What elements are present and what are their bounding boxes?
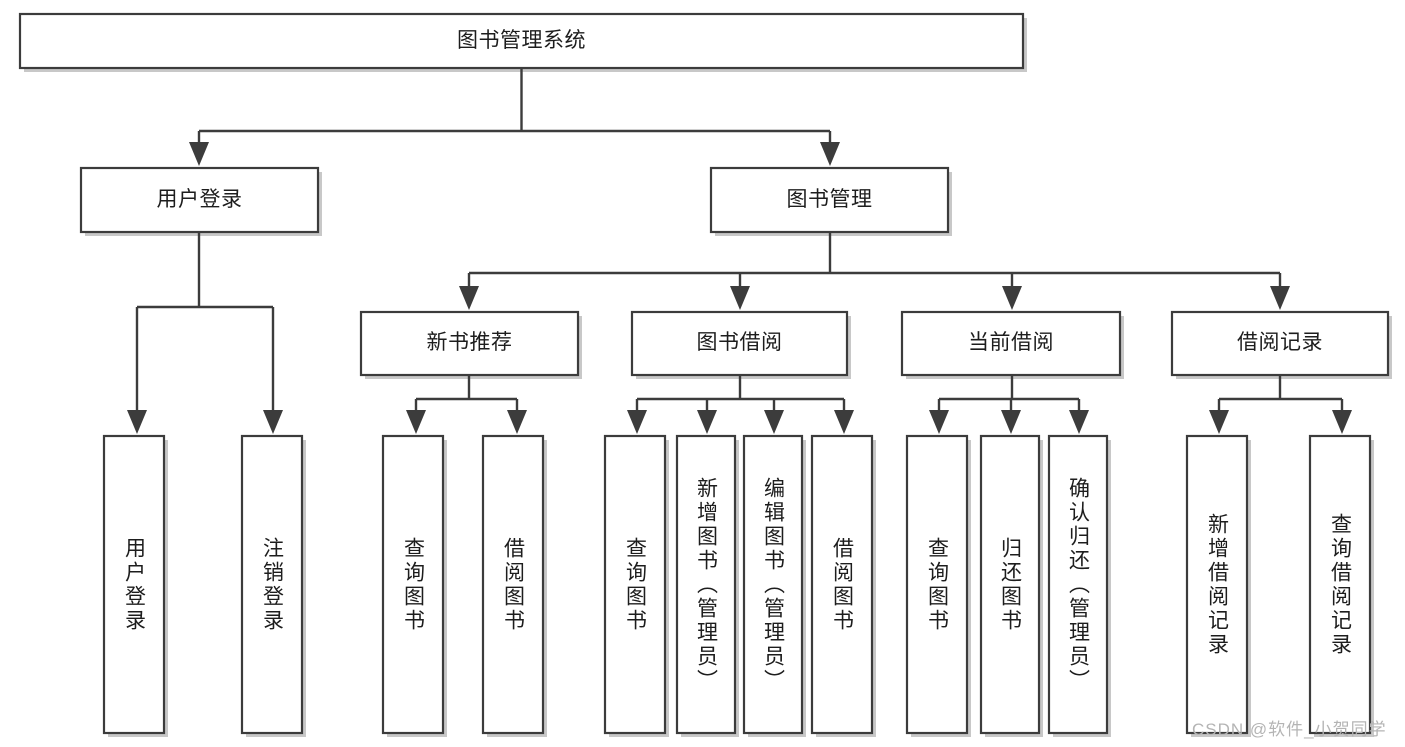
node-root[interactable]	[20, 14, 1023, 68]
node-rect-leaf-11	[1185, 434, 1249, 735]
node-leaf-logout[interactable]	[242, 436, 302, 733]
node-rect-new-book-recommend	[359, 310, 580, 377]
node-rect-leaf-10	[1047, 434, 1109, 735]
node-book-borrow[interactable]	[632, 312, 847, 375]
node-rect-leaf-5	[675, 434, 737, 735]
node-rect-book-management	[709, 166, 950, 234]
node-leaf-borrow-book-1[interactable]	[483, 436, 543, 733]
node-rect-group	[18, 12, 1390, 735]
node-leaf-query-book-3[interactable]	[907, 436, 967, 733]
node-leaf-query-book-1[interactable]	[383, 436, 443, 733]
node-rect-root	[18, 12, 1025, 70]
node-rect-leaf-12	[1308, 434, 1372, 735]
node-leaf-query-book-2[interactable]	[605, 436, 665, 733]
node-book-management[interactable]	[711, 168, 948, 232]
node-rect-leaf-3	[481, 434, 545, 735]
node-leaf-query-borrow-record[interactable]	[1310, 436, 1370, 733]
node-leaf-add-borrow-record[interactable]	[1187, 436, 1247, 733]
node-rect-borrow-record	[1170, 310, 1390, 377]
node-leaf-user-login[interactable]	[104, 436, 164, 733]
node-leaf-return-book[interactable]	[981, 436, 1039, 733]
node-rect-user-login	[79, 166, 320, 234]
node-leaf-add-book[interactable]	[677, 436, 735, 733]
node-rect-leaf-4	[603, 434, 667, 735]
node-rect-book-borrow	[630, 310, 849, 377]
node-leaf-edit-book[interactable]	[744, 436, 802, 733]
node-user-login[interactable]	[81, 168, 318, 232]
connector-group	[135, 68, 1344, 416]
node-rect-leaf-6	[742, 434, 804, 735]
arrow-head-group	[127, 142, 1352, 434]
node-rect-leaf-8	[905, 434, 969, 735]
node-rect-current-borrow	[900, 310, 1122, 377]
node-rect-leaf-2	[381, 434, 445, 735]
node-rect-leaf-9	[979, 434, 1041, 735]
node-new-book-recommend[interactable]	[361, 312, 578, 375]
node-leaf-borrow-book-2[interactable]	[812, 436, 872, 733]
node-current-borrow[interactable]	[902, 312, 1120, 375]
node-rect-leaf-7	[810, 434, 874, 735]
node-borrow-record[interactable]	[1172, 312, 1388, 375]
node-rect-leaf-1	[240, 434, 304, 735]
node-rect-leaf-0	[102, 434, 166, 735]
node-leaf-confirm-return[interactable]	[1049, 436, 1107, 733]
